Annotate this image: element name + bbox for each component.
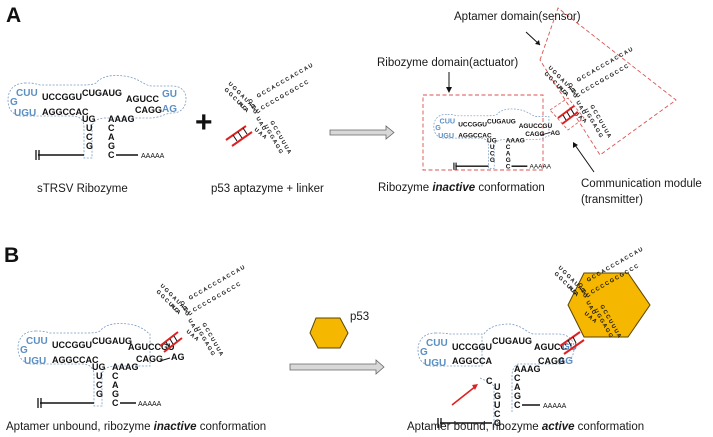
svg-text:CAGG: CAGG [136, 354, 163, 364]
bottom-strand-3: AAAG [108, 114, 135, 124]
svg-text:CUU: CUU [440, 117, 456, 126]
ribozyme-outline [7, 75, 187, 159]
svg-text:G: G [20, 345, 28, 356]
loop-left-g: G [10, 97, 18, 108]
plus-sign: + [195, 106, 213, 139]
transition-arrow-b [289, 359, 385, 375]
svg-text:UGU: UGU [24, 356, 46, 367]
svg-text:AGUCCGU: AGUCCGU [128, 342, 175, 352]
svg-text:AAAG: AAAG [112, 362, 139, 372]
pointer-communication [574, 144, 595, 173]
svg-text:CUGAUG: CUGAUG [492, 336, 532, 346]
svg-text:UCCGGU: UCCGGU [452, 342, 492, 352]
svg-text:CUU: CUU [426, 338, 448, 349]
svg-text:AG: AG [558, 356, 573, 367]
label-transmitter: (transmitter) [581, 194, 643, 206]
svg-text:CAGG: CAGG [538, 356, 565, 366]
svg-text:A G: A G [567, 285, 578, 296]
svg-text:AG: AG [171, 352, 185, 362]
p53-bound-hexagon-icon [567, 272, 651, 338]
svg-text:A G: A G [169, 303, 180, 314]
label-ribozyme-domain: Ribozyme domain(actuator) [377, 57, 518, 69]
svg-text:AGGCCAC: AGGCCAC [52, 355, 99, 365]
svg-text:UGU: UGU [438, 131, 454, 140]
svg-text:UG: UG [92, 362, 106, 372]
svg-text:G: G [435, 123, 441, 132]
svg-text:CAGG: CAGG [525, 131, 544, 138]
svg-text:AGGCCAC: AGGCCAC [458, 132, 492, 139]
panel-label-a: A [6, 4, 21, 27]
svg-text:AGUCCGU: AGUCCGU [519, 123, 553, 130]
svg-text:G: G [420, 347, 428, 358]
aptamer-unbound-structure: CUU G UGU UCCGGU CUGAUG AGUCCGU AGGCCAC … [17, 323, 185, 408]
svg-text:AAAAA: AAAAA [530, 163, 552, 170]
bottom-strand-1: AGGCCAC [42, 107, 89, 117]
loop-right-bottom: AG [162, 104, 177, 115]
svg-text:CUGAUG: CUGAUG [487, 119, 516, 126]
svg-text:A G: A G [557, 85, 568, 96]
svg-text:AGGCCA: AGGCCA [452, 356, 492, 366]
ribozyme-inactive-structure: CUU G UGU UCCGGU CUGAUG AGUCCGU AGGCCAC … [433, 108, 560, 170]
svg-text:A G: A G [237, 101, 248, 112]
top-strand-1: UCCGGU [42, 92, 82, 102]
caption-unbound: Aptamer unbound, ribozyme inactive confo… [6, 421, 266, 433]
transition-arrow-a [329, 125, 395, 140]
label-communication-module: Communication module [581, 178, 702, 190]
top-strand-3: AGUCC [126, 94, 159, 104]
svg-text:UCG: UCG [96, 371, 103, 399]
bottom-strand-2: UG [82, 114, 96, 124]
linker-stem-icon [225, 125, 253, 147]
aptamer-bound-structure: CUU G UGU UCCGGU CUGAUG AGUCC GU AG AGGC… [417, 323, 577, 428]
loop-right-top: GU [162, 89, 177, 100]
svg-text:UCG: UCG [490, 144, 495, 164]
svg-text:AAAAA: AAAAA [543, 403, 567, 410]
svg-text:UGU: UGU [424, 358, 446, 369]
svg-text:UG: UG [487, 137, 497, 144]
svg-text:AGUCC: AGUCC [534, 342, 567, 352]
p53-ligand-icon [309, 317, 349, 349]
svg-text:AAAG: AAAG [506, 137, 525, 144]
cleavage-arrow-icon [451, 385, 477, 406]
label-aptamer-domain: Aptamer domain(sensor) [454, 11, 581, 23]
polya-tail: AAAAA [141, 153, 165, 160]
loop-left-bottom: UGU [14, 108, 36, 119]
bottom-strand-4: CAGG [135, 105, 162, 115]
svg-text:UCCGGU: UCCGGU [52, 340, 92, 350]
svg-text:GU: GU [562, 342, 577, 353]
strsv-ribozyme-structure: CUU G UGU UCCGGU CUGAUG AGUCC GU AG AGGC… [7, 75, 187, 160]
svg-text:AG: AG [550, 130, 560, 137]
caption-strsv: sTRSV Ribozyme [37, 183, 128, 195]
aptamer-domain-box [539, 7, 677, 156]
caption-aptazyme: p53 aptazyme + linker [211, 183, 324, 195]
p53-aptazyme-structure: U G G A U A G U G G C U U A A G C G G G … [223, 63, 314, 155]
caption-bound: Aptamer bound, ribozyme active conformat… [407, 421, 644, 433]
loop-left-top: CUU [16, 88, 38, 99]
svg-text:AAAG: AAAG [514, 364, 541, 374]
caption-inactive-conformation: Ribozyme inactive conformation [378, 182, 545, 194]
top-strand-2: CUGAUG [82, 88, 122, 98]
svg-text:CUGAUG: CUGAUG [92, 336, 132, 346]
svg-text:UCCGGU: UCCGGU [458, 122, 487, 129]
panel-label-b: B [4, 244, 19, 267]
svg-text:CUU: CUU [26, 336, 48, 347]
ribozyme-domain-box [422, 94, 544, 171]
aptamer-inactive-structure: U G G A U A G U G G C U U A A G C G G G … [543, 47, 634, 139]
svg-text:AAAAA: AAAAA [138, 401, 162, 408]
linker-stem-bound-icon [559, 331, 585, 355]
ligand-label: p53 [350, 311, 369, 323]
